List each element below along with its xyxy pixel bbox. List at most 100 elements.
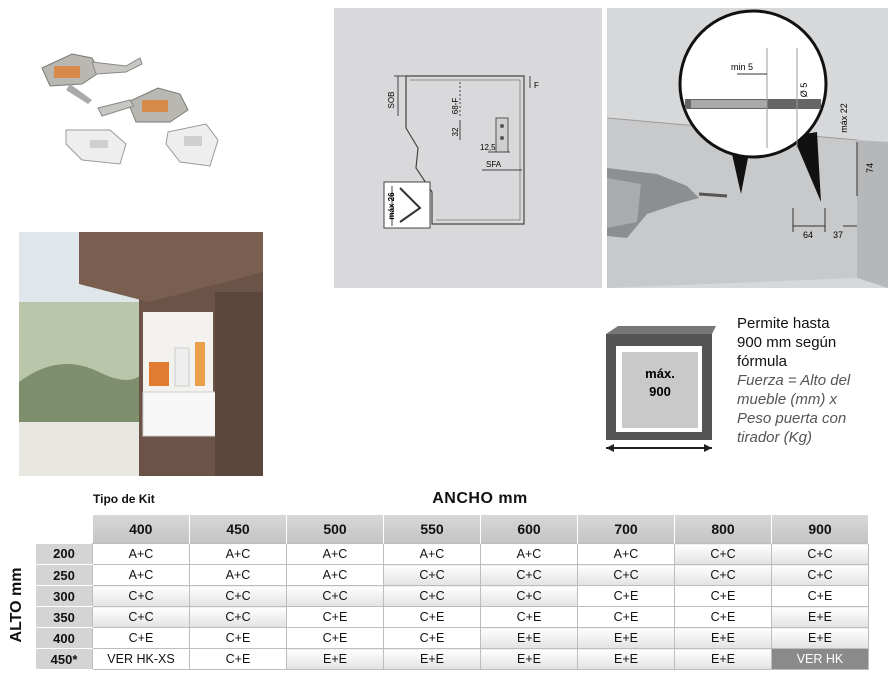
- table-cell: E+E: [577, 627, 675, 649]
- technical-drawing-panel: SOB F 68-F 32 12,5 SFA máx 26: [334, 8, 602, 288]
- table-cell: C+E: [674, 606, 772, 628]
- info-line6: Peso puerta con: [737, 410, 847, 427]
- table-row: 300 C+C C+C C+C C+C C+C C+E C+E C+E: [36, 585, 869, 607]
- max-label-line2: 900: [649, 384, 671, 399]
- row-header: 450*: [36, 648, 93, 670]
- d125-label: 12,5: [480, 143, 496, 152]
- table-cell: C+C: [383, 585, 481, 607]
- info-line3: fórmula: [737, 353, 788, 370]
- column-header: 450: [189, 515, 287, 544]
- table-cell: E+E: [480, 627, 578, 649]
- table-cell: E+E: [771, 606, 869, 628]
- table-cell: C+E: [92, 627, 190, 649]
- row-header: 350: [36, 606, 93, 628]
- d74-label: 74: [865, 163, 875, 173]
- table-row: 350 C+C C+C C+E C+E C+E C+E C+E E+E: [36, 606, 869, 628]
- max-width-diagram: máx. 900: [598, 326, 716, 456]
- table-cell: C+E: [189, 648, 287, 670]
- table-cell: C+C: [92, 585, 190, 607]
- table-header-row: 400 450 500 550 600 700 800 900: [36, 515, 869, 544]
- hardware-product-image: [30, 40, 260, 180]
- table-cell: C+C: [92, 606, 190, 628]
- table-cell: C+E: [674, 585, 772, 607]
- column-header: 500: [286, 515, 384, 544]
- table-cell: VER HK-XS: [92, 648, 190, 670]
- capacity-info: Permite hasta 900 mm según fórmula Fuerz…: [737, 314, 887, 447]
- max-label-line1: máx.: [645, 366, 675, 381]
- table-cell: C+E: [189, 627, 287, 649]
- column-header: 800: [674, 515, 772, 544]
- table-cell: E+E: [383, 648, 481, 670]
- info-line5: mueble (mm) x: [737, 391, 838, 408]
- table-cell: A+C: [286, 543, 384, 565]
- d64-label: 64: [803, 230, 813, 240]
- sfa-label: SFA: [486, 160, 502, 169]
- table-cell: A+C: [92, 564, 190, 586]
- table-cell: VER HK: [771, 648, 869, 670]
- info-line1: Permite hasta: [737, 315, 830, 332]
- table-row: 250 A+C A+C A+C C+C C+C C+C C+C C+C: [36, 564, 869, 586]
- table-cell: C+C: [480, 564, 578, 586]
- offset-label: 68-F: [451, 98, 460, 115]
- row-header: 300: [36, 585, 93, 607]
- table-cell: E+E: [674, 627, 772, 649]
- table-cell: C+C: [189, 606, 287, 628]
- kit-type-label: Tipo de Kit: [93, 492, 155, 506]
- table-cell: C+C: [674, 564, 772, 586]
- table-cell: C+C: [771, 543, 869, 565]
- column-header: 700: [577, 515, 675, 544]
- table-cell: A+C: [383, 543, 481, 565]
- d32-label: 32: [451, 127, 460, 136]
- dia5-label: Ø 5: [799, 83, 809, 98]
- table-cell: C+C: [189, 585, 287, 607]
- table-row: 450* VER HK-XS C+E E+E E+E E+E E+E E+E V…: [36, 648, 869, 670]
- table-cell: C+C: [286, 585, 384, 607]
- column-header: 600: [480, 515, 578, 544]
- table-cell: C+E: [286, 627, 384, 649]
- table-cell: C+C: [383, 564, 481, 586]
- width-axis-label: ANCHO mm: [432, 490, 528, 507]
- table-cell: A+C: [577, 543, 675, 565]
- table-cell: A+C: [189, 564, 287, 586]
- row-header: 200: [36, 543, 93, 565]
- table-cell: C+E: [383, 627, 481, 649]
- table-cell: C+E: [771, 585, 869, 607]
- table-cell: E+E: [577, 648, 675, 670]
- table-cell: C+E: [480, 606, 578, 628]
- table-cell: C+C: [577, 564, 675, 586]
- info-line2: 900 mm según: [737, 334, 837, 351]
- table-cell: A+C: [189, 543, 287, 565]
- info-line4: Fuerza = Alto del: [737, 372, 851, 389]
- kit-selection-table: 400 450 500 550 600 700 800 900 200 A+C …: [36, 515, 869, 670]
- table-cell: E+E: [286, 648, 384, 670]
- table-cell: A+C: [286, 564, 384, 586]
- table-cell: E+E: [674, 648, 772, 670]
- row-header: 400: [36, 627, 93, 649]
- table-cell: C+C: [674, 543, 772, 565]
- height-axis-label: ALTO mm: [8, 567, 25, 643]
- f-label: F: [534, 81, 539, 90]
- table-cell: C+E: [286, 606, 384, 628]
- min5-label: min 5: [731, 62, 753, 72]
- table-cell: E+E: [771, 627, 869, 649]
- table-cell: A+C: [480, 543, 578, 565]
- table-cell: C+E: [577, 606, 675, 628]
- d37-label: 37: [833, 230, 843, 240]
- sob-label: SOB: [387, 92, 396, 109]
- table-cell: C+C: [771, 564, 869, 586]
- table-row: 200 A+C A+C A+C A+C A+C A+C C+C C+C: [36, 543, 869, 565]
- info-line7: tirador (Kg): [737, 429, 813, 446]
- kitchen-photo: [19, 232, 263, 476]
- row-header: 250: [36, 564, 93, 586]
- table-cell: C+E: [577, 585, 675, 607]
- table-cell: A+C: [92, 543, 190, 565]
- drill-detail-panel: 64 37 74 min 5 Ø 5 máx 22: [607, 8, 888, 288]
- table-row: 400 C+E C+E C+E C+E E+E E+E E+E E+E: [36, 627, 869, 649]
- column-header: 550: [383, 515, 481, 544]
- column-header: 900: [771, 515, 869, 544]
- column-header: 400: [92, 515, 190, 544]
- table-cell: E+E: [480, 648, 578, 670]
- table-cell: C+C: [480, 585, 578, 607]
- table-cell: C+E: [383, 606, 481, 628]
- max26-label: máx 26: [387, 192, 396, 220]
